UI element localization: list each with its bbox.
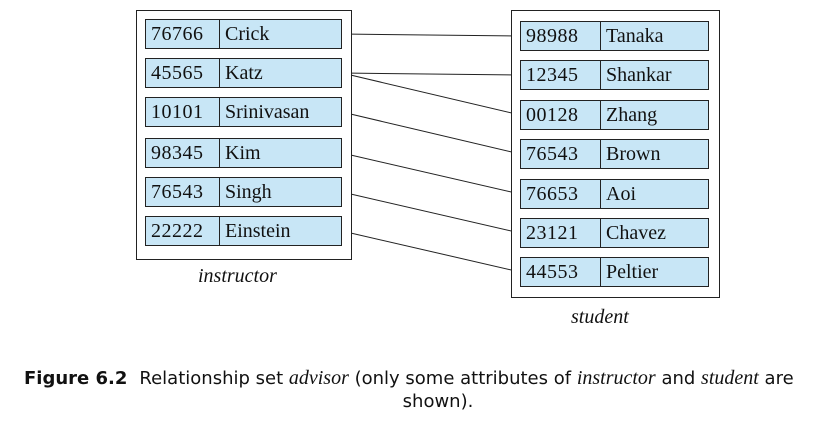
instructor-row: 22222 Einstein [145,216,342,246]
advisor-link-line [341,191,521,234]
student-row: 00128 Zhang [520,100,709,130]
advisor-link-line [341,72,521,116]
student-id: 76543 [521,140,601,168]
instructor-set-label: instructor [198,265,277,287]
student-name: Zhang [606,103,658,126]
caption-term-advisor: advisor [288,367,349,389]
caption-line-2: shown). [402,391,474,412]
student-set-label: student [571,306,629,328]
advisor-link-line [341,230,521,273]
student-name: Tanaka [606,24,664,47]
student-id: 00128 [521,101,601,129]
instructor-id: 98345 [146,139,220,167]
instructor-row: 98345 Kim [145,138,342,168]
student-id: 12345 [521,61,601,89]
caption-text: Relationship set [139,368,289,389]
instructor-name: Crick [225,22,270,45]
instructor-name: Srinivasan [225,100,310,123]
instructor-id: 22222 [146,217,220,245]
student-id: 76653 [521,180,601,208]
caption-term-student: student [701,367,759,389]
caption-text: and [655,368,702,389]
instructor-id: 10101 [146,98,220,126]
instructor-id: 76766 [146,20,220,48]
instructor-id: 45565 [146,59,220,87]
student-name: Chavez [606,221,666,244]
student-id: 44553 [521,258,601,286]
caption-term-instructor: instructor [576,367,656,389]
student-entity-set: 98988 Tanaka 12345 Shankar 00128 Zhang 7… [511,10,720,298]
instructor-name: Katz [225,61,263,84]
advisor-link-line [341,152,521,195]
figure-caption: Figure 6.2 Relationship set advisor (only… [0,367,840,413]
instructor-id: 76543 [146,178,220,206]
instructor-name: Kim [225,141,261,164]
student-name: Peltier [606,260,659,283]
student-row: 44553 Peltier [520,257,709,287]
advisor-link-line [341,33,521,37]
advisor-link-line [341,72,521,76]
instructor-name: Einstein [225,219,291,242]
instructor-row: 10101 Srinivasan [145,97,342,127]
student-name: Brown [606,142,661,165]
instructor-name: Singh [225,180,272,203]
student-id: 23121 [521,219,601,247]
student-row: 12345 Shankar [520,60,709,90]
advisor-link-line [341,111,521,155]
caption-text: are [758,368,794,389]
instructor-row: 76543 Singh [145,177,342,207]
caption-text: (only some attributes of [348,368,577,389]
instructor-row: 76766 Crick [145,19,342,49]
student-name: Aoi [606,182,636,205]
instructor-entity-set: 76766 Crick 45565 Katz 10101 Srinivasan … [136,10,352,260]
student-id: 98988 [521,22,601,50]
instructor-row: 45565 Katz [145,58,342,88]
student-name: Shankar [606,63,672,86]
student-row: 76543 Brown [520,139,709,169]
student-row: 76653 Aoi [520,179,709,209]
student-row: 98988 Tanaka [520,21,709,51]
figure-number: Figure 6.2 [24,368,128,389]
student-row: 23121 Chavez [520,218,709,248]
